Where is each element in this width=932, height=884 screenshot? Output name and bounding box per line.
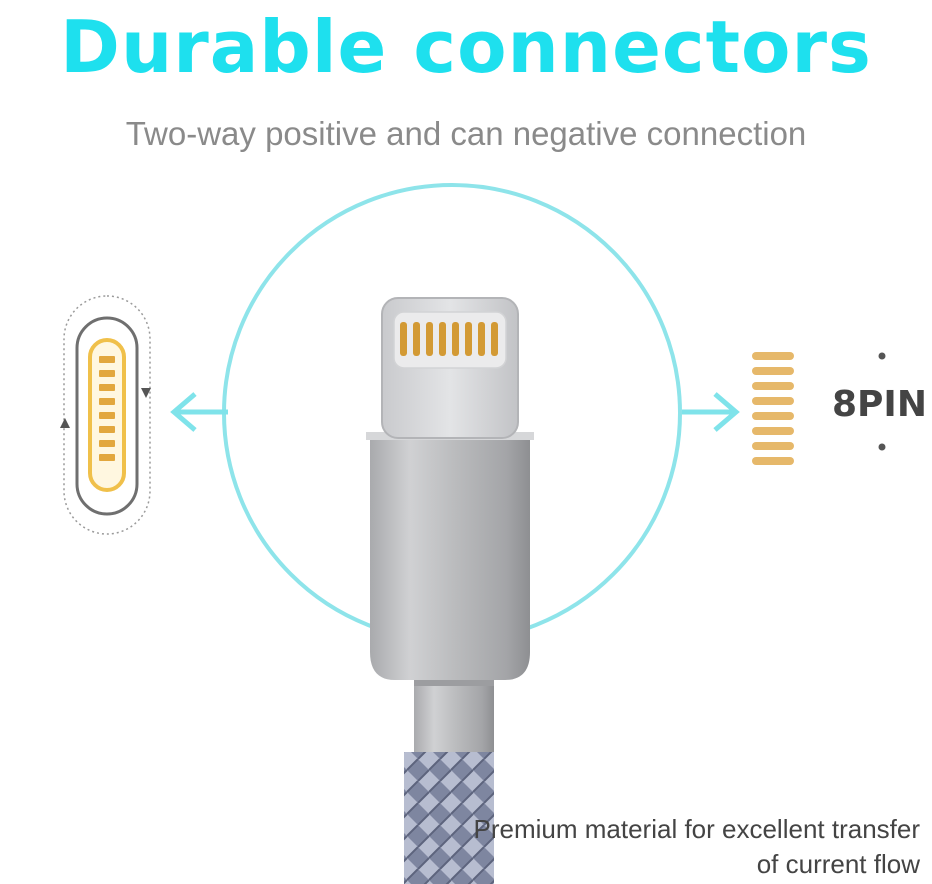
usb-c-port-icon: [60, 295, 151, 535]
caption: Premium material for excellent transfer …: [400, 812, 920, 882]
caption-line-1: Premium material for excellent transfer: [473, 814, 920, 844]
lightning-connector-icon: [366, 297, 534, 884]
pin-count-label: 8PIN: [832, 384, 927, 425]
caption-line-2: of current flow: [756, 849, 920, 879]
subheadline: Two-way positive and can negative connec…: [125, 115, 807, 152]
left-arrow-icon: [170, 392, 228, 432]
right-arrow-icon: [682, 392, 740, 432]
dot-bottom: [878, 443, 886, 451]
pin-contacts-icon: [752, 352, 794, 465]
headline: Durable connectors: [60, 5, 872, 89]
dot-top: [878, 352, 886, 360]
